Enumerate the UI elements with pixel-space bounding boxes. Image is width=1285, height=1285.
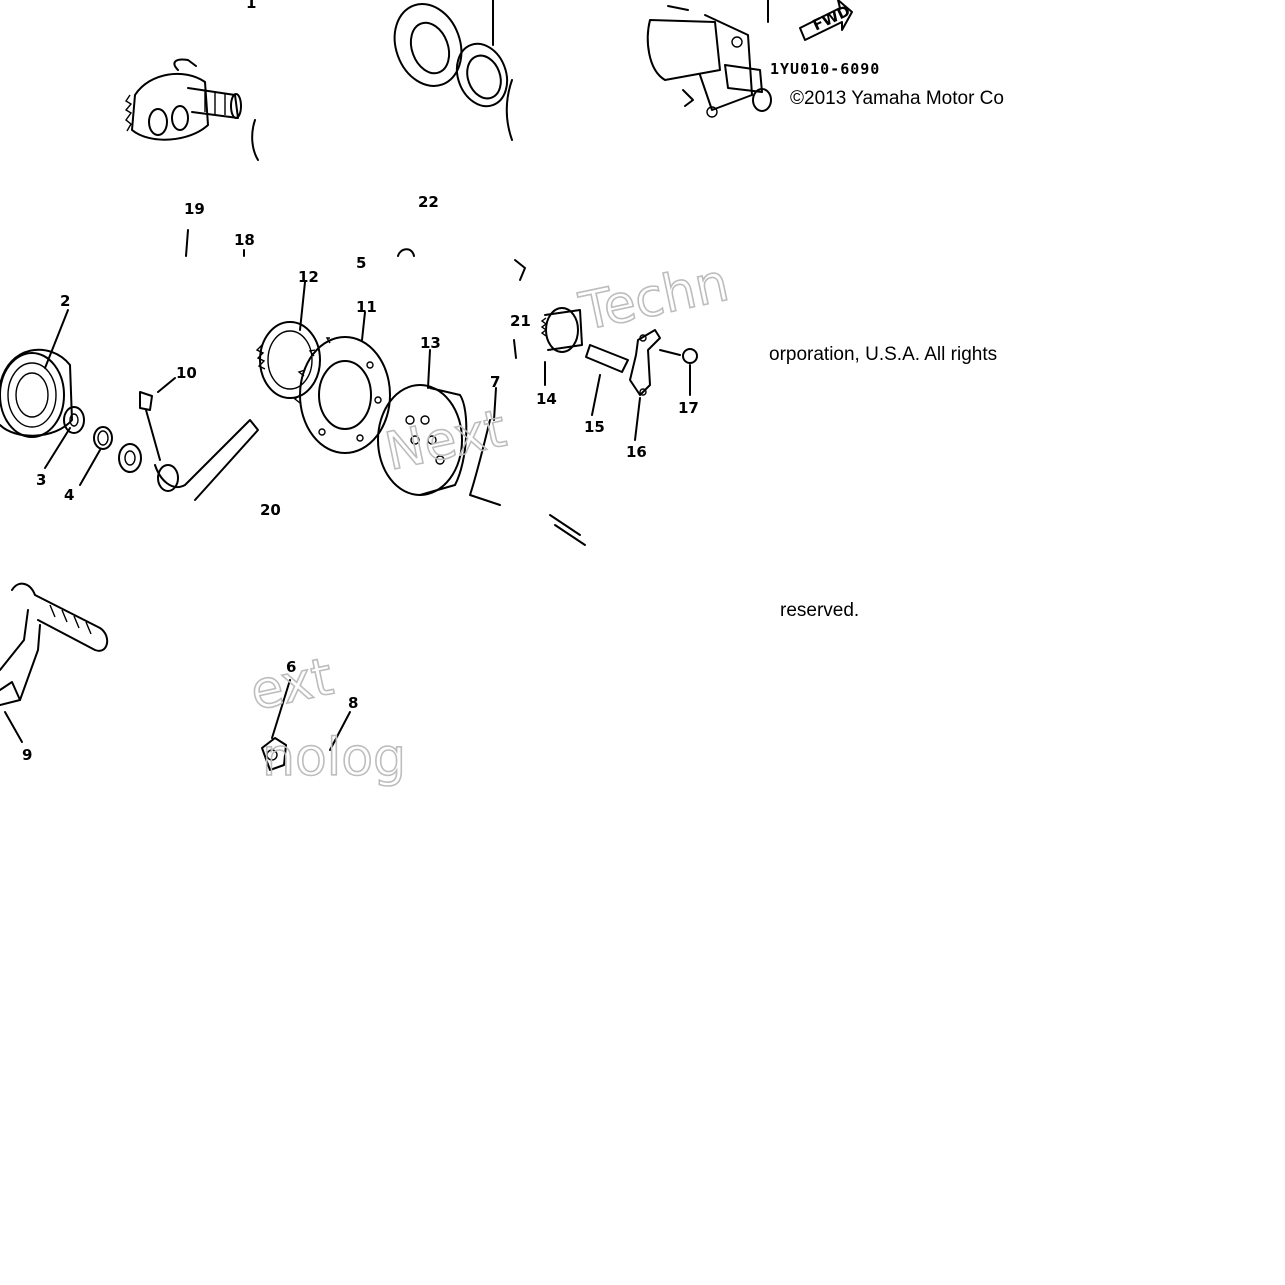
callout-labels: 1 2 3 4 5 6 7 8 9 10 11 12 13 14 15 16 1… xyxy=(22,0,699,764)
callout-13: 13 xyxy=(420,334,441,352)
fwd-arrow-icon: FWD xyxy=(799,0,853,41)
watermark-text: nolog xyxy=(262,728,406,788)
kick-shaft-drawing xyxy=(124,58,259,161)
callout-4: 4 xyxy=(64,486,74,504)
starter-motor-drawing xyxy=(646,0,772,118)
callout-22: 22 xyxy=(418,193,439,211)
callout-10: 10 xyxy=(176,364,197,382)
callout-6: 6 xyxy=(286,658,296,676)
fwd-label: FWD xyxy=(810,2,853,35)
starter-clutch-drawing xyxy=(255,281,501,506)
callout-1: 1 xyxy=(246,0,256,12)
callout-2: 2 xyxy=(60,292,70,310)
callout-17: 17 xyxy=(678,399,699,417)
callout-20: 20 xyxy=(260,501,281,519)
callout-11: 11 xyxy=(356,298,377,316)
callout-5: 5 xyxy=(356,254,366,272)
callout-21: 21 xyxy=(510,312,531,330)
copyright-line-3: reserved. xyxy=(780,600,859,621)
callout-12: 12 xyxy=(298,268,319,286)
callout-14: 14 xyxy=(536,390,557,408)
copyright-line-2: orporation, U.S.A. All rights xyxy=(769,344,997,365)
callout-18: 18 xyxy=(234,231,255,249)
part-code: 1YU010-6090 xyxy=(770,60,880,78)
leader-lines xyxy=(185,229,517,359)
copyright-line-1: ©2013 Yamaha Motor Co xyxy=(790,88,1004,109)
watermark-text: Next xyxy=(380,399,511,483)
kick-crank-drawing xyxy=(0,582,109,743)
callout-3: 3 xyxy=(36,471,46,489)
callout-9: 9 xyxy=(22,746,32,764)
callout-19: 19 xyxy=(184,200,205,218)
callout-8: 8 xyxy=(348,694,358,712)
washer-rings-drawing xyxy=(393,0,513,141)
callout-15: 15 xyxy=(584,418,605,436)
kick-seal-and-washers-drawing xyxy=(0,309,259,501)
bolt-drawing xyxy=(261,679,351,771)
idler-gear-drawing xyxy=(514,259,698,546)
callout-7: 7 xyxy=(490,373,500,391)
callout-16: 16 xyxy=(626,443,647,461)
